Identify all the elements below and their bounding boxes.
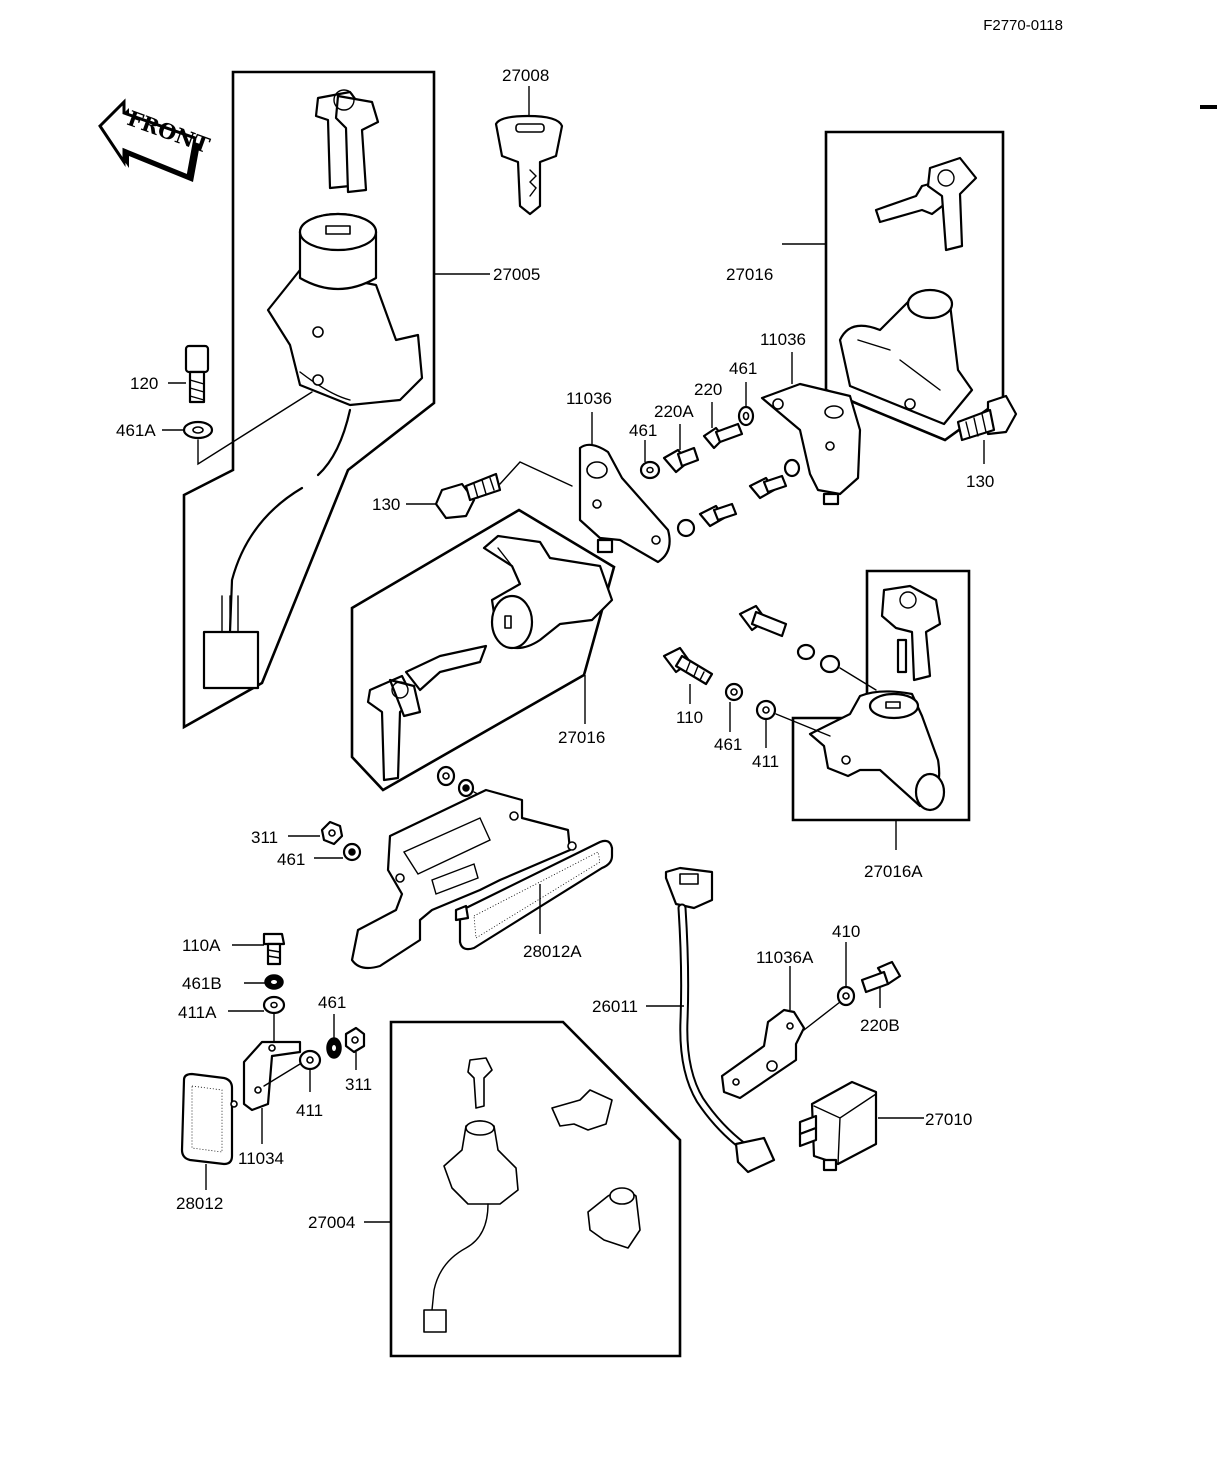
nut-311-upper-icon (320, 820, 344, 846)
lock-cylinder-27016a-icon (808, 690, 946, 812)
washer-411-low-icon (298, 1049, 322, 1071)
bolt-130-left-icon (434, 472, 502, 520)
label-11036-right: 11036 (760, 330, 806, 349)
bolt-120-icon (184, 344, 210, 404)
label-220a: 220A (654, 402, 694, 421)
label-120: 120 (130, 374, 158, 393)
bracket-11036-right-icon (760, 382, 862, 506)
label-27016-top: 27016 (726, 265, 773, 284)
lock-keys-top-right-icon (874, 156, 978, 252)
screw-27016a-upper-icon (738, 604, 877, 691)
label-27016-mid: 27016 (558, 728, 605, 747)
nut-311-low-icon (344, 1026, 366, 1054)
label-410: 410 (832, 922, 860, 941)
label-110a: 110A (182, 936, 221, 955)
mount-line-120 (197, 391, 313, 466)
reflector-28012a-icon (454, 839, 614, 951)
lock-box-middle-outline (350, 508, 616, 792)
label-27008: 27008 (502, 66, 549, 85)
screw-220b-icon (860, 960, 902, 994)
lock-keys-27016a-icon (880, 584, 942, 682)
label-411-low: 411 (296, 1101, 323, 1120)
washer-411-mid-icon (755, 699, 777, 721)
washer-411a-icon (262, 995, 286, 1015)
label-130-left: 130 (372, 495, 400, 514)
bolt-110a-icon (262, 932, 286, 966)
front-arrow-icon: FRONT (98, 98, 213, 182)
screw-lower-right-icon (748, 458, 801, 500)
reflector-28012-icon (180, 1072, 238, 1166)
label-461-top: 461 (729, 359, 757, 378)
parts-set-27004-box-outline (389, 1020, 682, 1358)
bracket-11036a-icon (720, 1008, 806, 1100)
label-130-right: 130 (966, 472, 994, 491)
label-461-mid: 461 (714, 735, 742, 754)
ignition-switch-assembly-icon (266, 212, 424, 407)
screw-220a-icon (662, 446, 700, 474)
set-27004-ignition-icon (423, 1120, 519, 1333)
ignition-keys-icon (314, 89, 380, 194)
harness-26011-icon (664, 866, 776, 1174)
bolt-110-icon (662, 646, 714, 686)
key-27008-icon (494, 114, 564, 216)
washer-461b-icon (264, 974, 284, 990)
label-26011: 26011 (592, 997, 638, 1016)
screw-lower-left-icon (676, 502, 738, 538)
bracket-11034-icon (242, 1040, 302, 1112)
reflector-bracket-icon (350, 788, 572, 970)
mount-line-130-left (499, 461, 573, 487)
label-411a: 411A (178, 1003, 217, 1022)
washer-461a-icon (182, 420, 214, 440)
washer-461-upper-left-icon (342, 842, 362, 862)
mount-line-11036a (803, 1001, 841, 1031)
label-28012a: 28012A (523, 942, 582, 961)
lock-keys-middle-icon (366, 644, 488, 782)
label-461-low: 461 (318, 993, 346, 1012)
lock-cylinder-top-right-icon (838, 288, 974, 426)
label-461a: 461A (116, 421, 156, 440)
ignition-switch-box-outline (182, 70, 436, 730)
label-27005: 27005 (493, 265, 540, 284)
lock-cylinder-middle-icon (482, 534, 614, 650)
bolt-130-right-icon (956, 394, 1018, 442)
bracket-11036-left-icon (578, 443, 671, 564)
set-27004-lock-a-icon (551, 1089, 613, 1131)
label-27004: 27004 (308, 1213, 355, 1232)
label-461-upper-left: 461 (277, 850, 305, 869)
diagram-reference-number: F2770-0118 (983, 17, 1063, 34)
switch-27010-icon (798, 1080, 878, 1172)
label-11034: 11034 (238, 1149, 284, 1168)
washer-461-low-icon (326, 1037, 342, 1059)
label-461b: 461B (182, 974, 222, 993)
label-27010: 27010 (925, 1110, 972, 1129)
washer-461-mid-icon (724, 682, 744, 702)
mount-line-27016a (775, 713, 831, 737)
label-27016a: 27016A (864, 862, 923, 881)
washer-410-icon (836, 985, 856, 1007)
label-28012: 28012 (176, 1194, 223, 1213)
label-220b: 220B (860, 1016, 900, 1035)
label-311-low: 311 (345, 1075, 372, 1094)
label-411-mid: 411 (752, 752, 779, 771)
ignition-wire-harness-icon (202, 408, 352, 690)
set-27004-lock-b-icon (587, 1187, 641, 1249)
mount-line-11034 (263, 1063, 301, 1087)
screw-220-icon (702, 422, 744, 450)
label-461-bracket: 461 (629, 421, 657, 440)
label-11036-left: 11036 (566, 389, 612, 408)
label-110: 110 (676, 708, 703, 727)
washer-461-bracket-icon (639, 460, 661, 480)
set-27004-keys-icon (467, 1057, 493, 1109)
label-220: 220 (694, 380, 722, 399)
label-11036a: 11036A (756, 948, 814, 967)
label-311-upper: 311 (251, 828, 278, 847)
washer-461-top-icon (737, 405, 755, 427)
